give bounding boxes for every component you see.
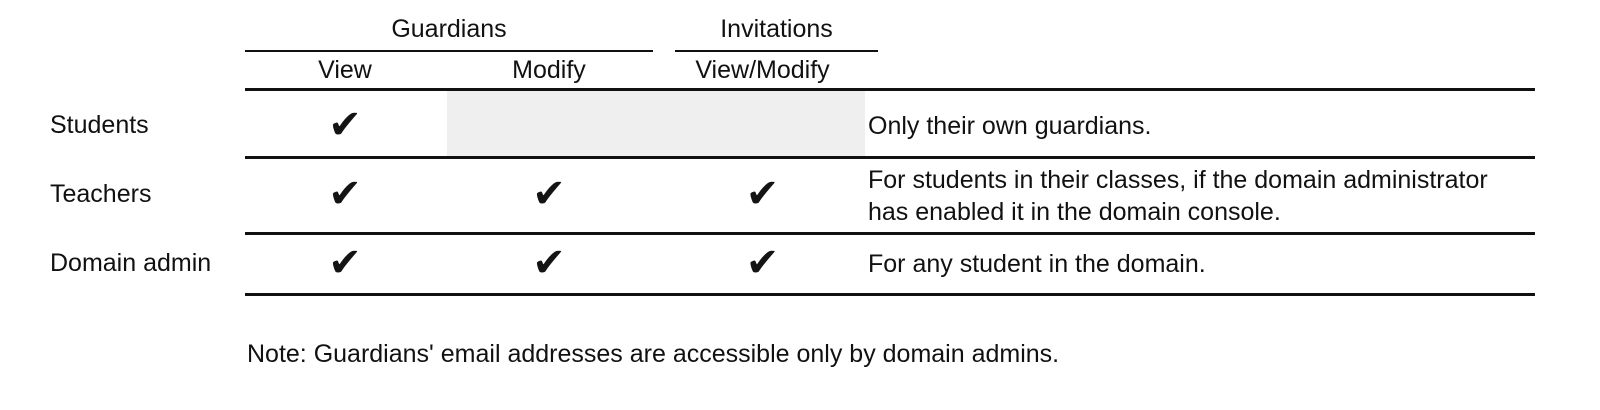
check-mark-icon: ✔ — [328, 240, 362, 286]
column-header-view-modify: View/Modify — [695, 56, 830, 84]
check-mark-icon: ✔ — [745, 240, 780, 286]
group-rule-guardians — [245, 50, 653, 52]
check-mark-icon: ✔ — [532, 171, 566, 217]
column-header-view: View — [318, 56, 372, 84]
group-header-guardians: Guardians — [391, 15, 507, 43]
column-header-modify: Modify — [512, 56, 586, 84]
notes-teachers: For students in their classes, if the do… — [868, 166, 1488, 226]
table-rule-after-students — [245, 156, 1535, 159]
row-label-students: Students — [50, 111, 149, 139]
check-mark-icon: ✔ — [328, 171, 362, 217]
group-rule-invitations — [675, 50, 878, 52]
check-mark-icon: ✔ — [745, 171, 780, 217]
check-mark-icon: ✔ — [532, 240, 566, 286]
table-rule-after-teachers — [245, 232, 1535, 235]
row-label-teachers: Teachers — [50, 180, 152, 208]
footnote-text: Note: Guardians' email addresses are acc… — [247, 340, 1060, 368]
group-header-invitations: Invitations — [720, 15, 833, 43]
row-label-domain-admin: Domain admin — [50, 249, 212, 277]
table-rule-header-bottom — [245, 88, 1535, 91]
check-mark-icon: ✔ — [328, 102, 362, 148]
cell-shaded-students-modify — [447, 91, 865, 156]
notes-domain-admin: For any student in the domain. — [868, 250, 1206, 278]
table-rule-bottom — [245, 293, 1535, 296]
notes-students: Only their own guardians. — [868, 112, 1152, 140]
